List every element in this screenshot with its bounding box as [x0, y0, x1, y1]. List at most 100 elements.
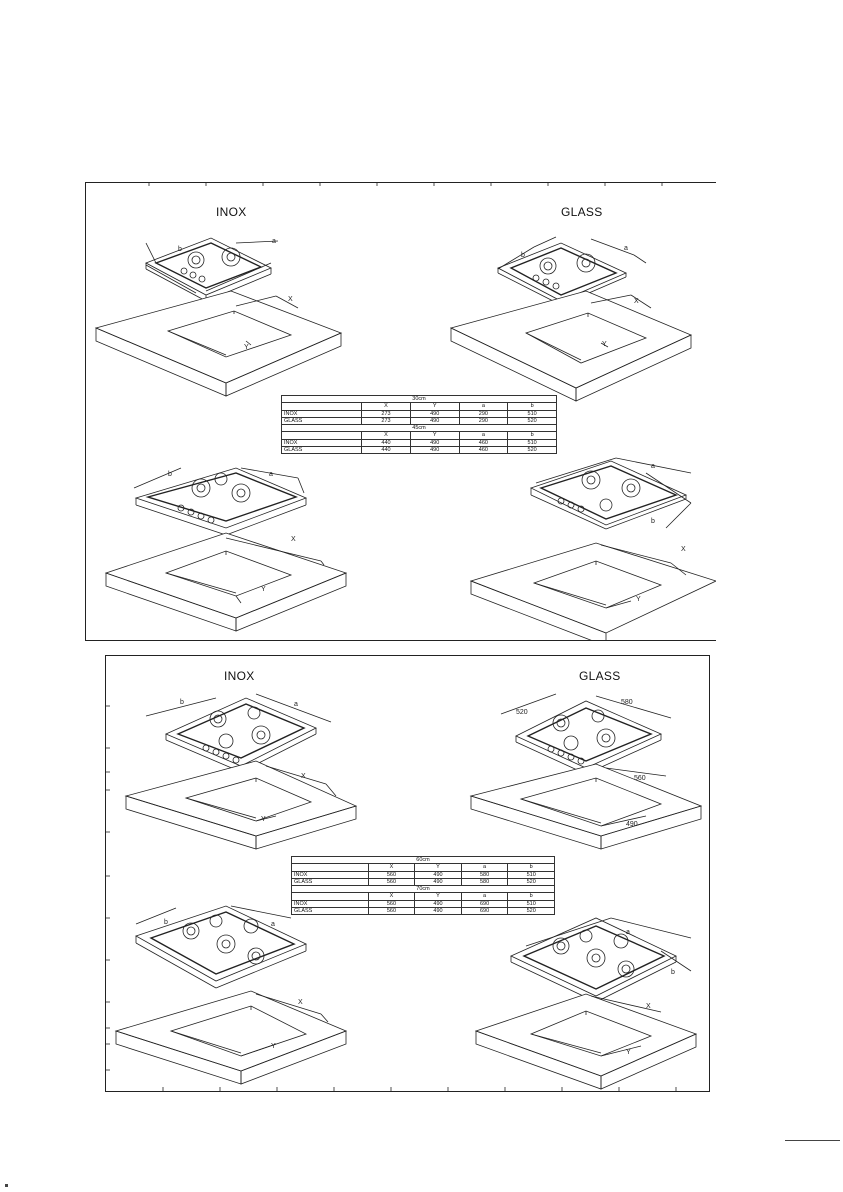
dim-b-br: b	[651, 518, 655, 525]
table-size-row: 45cm	[281, 424, 557, 433]
corner-mark	[5, 1184, 8, 1187]
hob-70cm-inox	[114, 905, 348, 1085]
hob-30cm-glass	[449, 236, 692, 402]
dim-a-70-glass: a	[626, 929, 630, 936]
dim-a-60-inox: a	[294, 701, 298, 708]
table-cell: 690	[460, 907, 509, 916]
dim-x-70-glass: X	[646, 1003, 651, 1010]
table-header-cell: Y	[414, 892, 462, 901]
table-cell: 490	[409, 438, 460, 448]
table-header-cell	[291, 892, 369, 901]
hob-60cm-inox	[124, 693, 358, 850]
label-inox-large: INOX	[224, 669, 255, 683]
table-cell: 490	[414, 877, 462, 887]
hob-30cm-inox	[94, 237, 343, 397]
table-size-label: 70cm	[291, 885, 555, 894]
table-cell: 490	[409, 416, 460, 426]
table-header-cell: b	[507, 863, 555, 872]
dim-y-70-glass: Y	[626, 1049, 631, 1056]
table-cell: 273	[361, 416, 411, 426]
dim-x-br: X	[681, 546, 686, 553]
table-row-label: GLASS	[291, 907, 369, 916]
dim-b-tr: b	[521, 252, 525, 259]
label-inox: INOX	[216, 205, 247, 219]
table-cell: 690	[460, 899, 509, 909]
hob-cutout-drawings: b a X Y b a X Y b a X Y a b X Y	[94, 183, 716, 640]
table-row-label: GLASS	[291, 877, 369, 887]
table-cell: 520	[507, 446, 557, 455]
table-cell: 440	[361, 446, 411, 455]
table-header-cell: a	[458, 402, 509, 411]
table-cell: 520	[507, 416, 557, 426]
table-row-label: INOX	[280, 409, 363, 418]
table-header-cell: X	[367, 863, 416, 872]
table-header-cell: X	[361, 431, 411, 440]
dim-560-glass: 560	[634, 775, 646, 782]
table-header-cell: Y	[409, 431, 460, 440]
table-cell: 290	[458, 416, 509, 426]
table-cell: 490	[409, 409, 460, 418]
table-header-cell: a	[460, 892, 509, 901]
table-cell: 490	[409, 446, 460, 455]
table-cell: 580	[460, 870, 509, 879]
installation-panel-60-70cm: b a X Y 520 580 560 490 b a X Y a b X Y …	[105, 655, 710, 1092]
table-row-label: GLASS	[280, 416, 363, 426]
dim-x-60-inox: X	[301, 773, 306, 780]
footer-rule	[785, 1140, 840, 1141]
table-header-cell: X	[361, 402, 411, 411]
scale-ticks-bottom	[162, 1087, 677, 1091]
label-glass-large: GLASS	[579, 669, 621, 683]
table-cell: 490	[414, 907, 462, 916]
table-size-label: 45cm	[281, 424, 557, 433]
dim-y-70-inox: Y	[271, 1043, 276, 1050]
table-header-cell: b	[507, 431, 557, 440]
dim-x-bl: X	[291, 536, 296, 543]
dim-y-br: Y	[636, 596, 641, 603]
table-size-row: 60cm	[291, 855, 555, 865]
dim-y-tl: Y	[244, 344, 249, 351]
dim-y-60-inox: Y	[261, 816, 266, 823]
dim-y-bl: Y	[261, 586, 266, 593]
table-cell: 510	[507, 409, 557, 418]
table-cell: 560	[367, 870, 416, 879]
table-cell: 460	[458, 438, 509, 448]
dim-a-tl: a	[272, 238, 276, 245]
hob-60cm-glass	[469, 693, 703, 850]
table-size-row: 70cm	[291, 885, 555, 894]
dim-a-70-inox: a	[271, 921, 275, 928]
table-cell: 290	[458, 409, 509, 418]
dim-b-60-inox: b	[180, 699, 184, 706]
dim-b-bl: b	[168, 471, 172, 478]
label-glass: GLASS	[561, 205, 603, 219]
table-header-cell: a	[458, 431, 509, 440]
hob-45cm-inox	[104, 467, 348, 632]
table-header-cell: b	[507, 402, 557, 411]
table-header-cell: b	[507, 892, 555, 901]
dim-x-tl: X	[288, 296, 293, 303]
dim-b-tl: b	[178, 246, 182, 253]
dim-580-glass: 580	[621, 699, 633, 706]
table-header-cell	[280, 431, 363, 440]
hob-45cm-glass	[469, 457, 716, 640]
dim-a-br: a	[651, 463, 655, 470]
table-row-label: GLASS	[280, 446, 363, 455]
table-header-cell: a	[460, 863, 509, 872]
dim-b-70-glass: b	[671, 969, 675, 976]
table-header-cell: Y	[409, 402, 460, 411]
table-cell: 560	[367, 877, 416, 887]
table-cell: 490	[414, 870, 462, 879]
table-cell: 510	[507, 870, 555, 879]
table-cell: 440	[361, 438, 411, 448]
scale-ticks-left	[106, 705, 110, 1071]
hob-70cm-glass	[474, 917, 698, 1090]
